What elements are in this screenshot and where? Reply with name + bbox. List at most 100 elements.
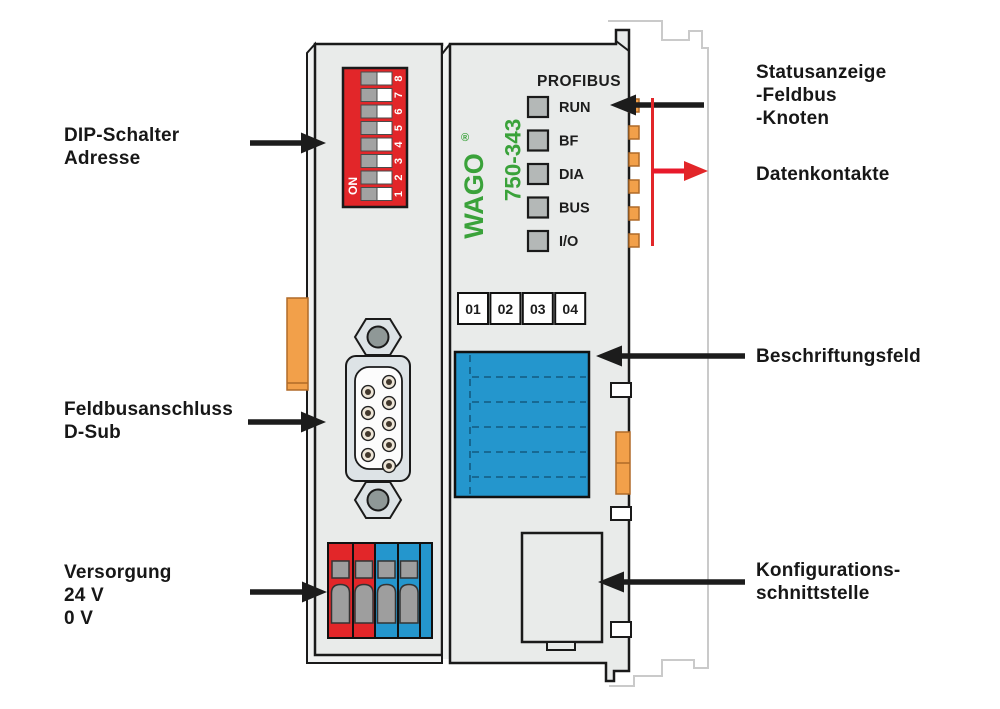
dip-slider xyxy=(376,137,393,152)
led-io xyxy=(526,229,550,253)
labelfield-arrow-head xyxy=(596,345,622,367)
led-bf xyxy=(526,129,550,152)
dip-slider xyxy=(360,154,378,168)
dip-number: 1 xyxy=(393,191,405,197)
marker-box xyxy=(521,292,554,325)
supply-arrow-head xyxy=(302,581,327,603)
label-statusanzeige: Statusanzeige -Feldbus -Knoten xyxy=(756,62,887,129)
label-dip-schalter: DIP-Schalter Adresse xyxy=(64,125,180,169)
marker-box xyxy=(457,292,489,325)
dsub-screw xyxy=(366,325,390,349)
dip-slider xyxy=(360,88,378,102)
dip-slider xyxy=(360,137,378,152)
led-label: RUN xyxy=(559,100,590,116)
data-contact xyxy=(628,152,640,167)
led-label: DIA xyxy=(559,167,585,183)
dsub-pin-hole xyxy=(365,410,371,416)
marker-text: 04 xyxy=(562,301,578,317)
dsub-pin-hole xyxy=(365,389,371,395)
divider-bevel-line xyxy=(441,43,451,55)
edge-notch xyxy=(610,621,632,638)
dsub-pin-hole xyxy=(365,452,371,458)
dip-number: 7 xyxy=(393,92,405,98)
contacts-arrow-head xyxy=(684,161,708,181)
terminal-pushbutton xyxy=(354,560,374,579)
marker-text: 01 xyxy=(465,301,481,317)
label-konfiguration: Konfigurations- schnittstelle xyxy=(756,560,901,604)
led-label: I/O xyxy=(559,234,578,250)
dsub-pin-hole xyxy=(386,400,392,406)
dip-slider xyxy=(360,121,378,135)
dip-number: 2 xyxy=(393,174,405,180)
config-cover xyxy=(520,531,604,644)
marker-text: 02 xyxy=(498,301,514,317)
marker-box xyxy=(554,292,587,325)
dsub-pin-hole xyxy=(386,442,392,448)
dip-number: 3 xyxy=(393,158,405,164)
module-divider xyxy=(443,46,449,659)
dsub-pin-hole xyxy=(386,421,392,427)
data-contact xyxy=(628,233,640,248)
configuration-interface xyxy=(520,531,604,651)
fieldbus-arrow-head xyxy=(301,411,326,433)
labelling-field xyxy=(453,350,591,499)
labelling-field-body xyxy=(453,350,591,499)
callout-arrows xyxy=(248,94,745,603)
dsub-pin-hole xyxy=(365,431,371,437)
led-label: BUS xyxy=(559,201,590,217)
label-feldbusanschluss: Feldbusanschluss D-Sub xyxy=(64,399,233,443)
terminal-clamp-opening xyxy=(330,583,351,624)
label-datenkontakte: Datenkontakte xyxy=(756,164,890,185)
dip-slider xyxy=(376,71,393,86)
latch-body xyxy=(286,297,309,391)
dip-slider xyxy=(360,71,378,86)
dsub-pin-hole xyxy=(386,463,392,469)
dip-number: 4 xyxy=(393,141,405,148)
dip-slider xyxy=(376,170,393,185)
data-contact xyxy=(628,206,640,221)
label-beschriftungsfeld: Beschriftungsfeld xyxy=(756,346,921,367)
led-bus xyxy=(526,196,550,219)
dip-on-label: ON xyxy=(346,177,360,195)
power-terminals xyxy=(327,542,433,639)
registered-trademark: ® xyxy=(461,132,469,144)
dip-slider xyxy=(376,88,393,102)
label-versorgung: Versorgung 24 V 0 V xyxy=(64,562,172,629)
release-latch-left xyxy=(286,297,309,391)
terminal-pushbutton xyxy=(399,560,419,579)
data-contact xyxy=(628,179,640,194)
dip-slider xyxy=(360,170,378,185)
dsub-pins xyxy=(360,374,397,474)
dip-number: 5 xyxy=(393,125,405,131)
status-arrow-head xyxy=(610,94,636,116)
dsub-screw xyxy=(366,488,390,512)
dip-slider xyxy=(376,104,393,119)
status-leds: RUN BF DIA BUS I/O xyxy=(526,95,590,253)
protocol-label: PROFIBUS xyxy=(537,73,621,90)
terminal-clamp-opening xyxy=(376,583,397,624)
dip-slider xyxy=(376,187,393,201)
brand-logo-text: WAGO xyxy=(459,153,489,239)
marker-labels: 01 02 03 04 xyxy=(457,292,587,325)
dip-arrow-head xyxy=(301,132,326,154)
release-latch-right xyxy=(615,431,631,495)
tab-bevel-line xyxy=(615,40,630,52)
dsub-pin-hole xyxy=(386,379,392,385)
terminal-column-0v xyxy=(419,542,433,639)
dip-slider xyxy=(360,187,378,201)
model-number-text: 750-343 xyxy=(501,119,526,202)
terminal-pushbutton xyxy=(331,560,350,579)
config-arrow-head xyxy=(598,571,624,593)
dip-number: 6 xyxy=(393,108,405,114)
led-run xyxy=(526,95,550,119)
terminal-clamp-opening xyxy=(354,583,374,624)
marker-box xyxy=(489,292,522,325)
data-contacts-indicator xyxy=(651,98,708,246)
terminal-pushbutton xyxy=(377,560,396,579)
dip-switch-block: 8 7 6 5 4 3 2 1 ON xyxy=(341,66,409,209)
dip-number: 8 xyxy=(393,75,405,81)
edge-notch xyxy=(610,382,632,398)
data-contacts xyxy=(628,98,640,248)
